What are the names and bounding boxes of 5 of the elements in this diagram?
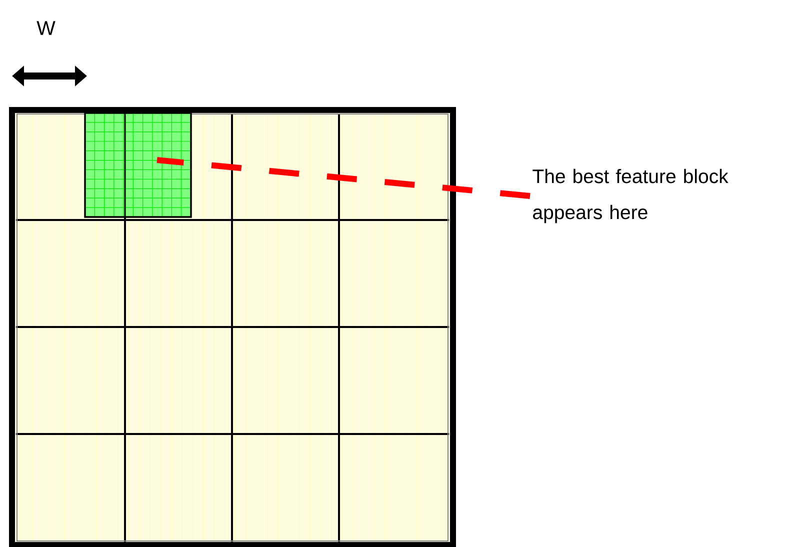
dimension-label: W bbox=[36, 21, 56, 35]
feature-block bbox=[84, 112, 192, 218]
callout-text: The best feature block appears here bbox=[532, 168, 728, 224]
leader-line bbox=[156, 157, 530, 199]
grid-board bbox=[9, 107, 456, 547]
